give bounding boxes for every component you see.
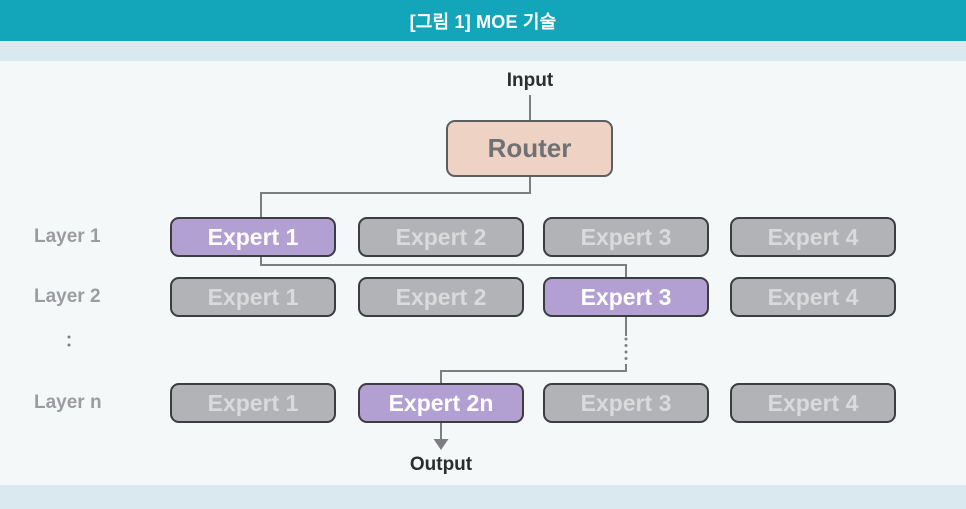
expert-label: Expert 3 [580,223,672,250]
expert-label: Expert 3 [580,283,672,310]
expert-box-layern-expert3: Expert 3 [543,383,709,423]
expert-label: Expert 2n [388,389,494,416]
expert-label: Expert 4 [767,283,859,310]
expert-box-layer1-expert3: Expert 3 [543,217,709,257]
top-band [0,41,966,61]
router-label: Router [487,133,572,163]
layer-n-label: Layer n [34,392,102,413]
expert-label: Expert 1 [207,283,299,310]
router-box: Router [446,120,613,177]
expert-label: Expert 4 [767,389,859,416]
expert-label: Expert 2 [395,223,487,250]
expert-box-layer2-expert1: Expert 1 [170,277,336,317]
expert-box-layer1-expert2: Expert 2 [358,217,524,257]
expert-box-layer2-expert4: Expert 4 [730,277,896,317]
expert-box-layern-expert2n: Expert 2n [358,383,524,423]
layer-1-label: Layer 1 [34,226,101,247]
expert-box-layer2-expert3: Expert 3 [543,277,709,317]
expert-label: Expert 4 [767,223,859,250]
expert-box-layern-expert4: Expert 4 [730,383,896,423]
figure-title: [그림 1] MOE 기술 [409,11,557,32]
figure-header-bar: [그림 1] MOE 기술 [0,0,966,41]
expert-label: Expert 1 [207,389,299,416]
expert-box-layer1-expert1: Expert 1 [170,217,336,257]
expert-label: Expert 1 [207,223,299,250]
layer-2-label: Layer 2 [34,286,101,307]
expert-box-layer2-expert2: Expert 2 [358,277,524,317]
input-label: Input [506,70,554,91]
expert-box-layer1-expert4: Expert 4 [730,217,896,257]
expert-box-layern-expert1: Expert 1 [170,383,336,423]
output-label: Output [409,454,473,475]
expert-label: Expert 3 [580,389,672,416]
bottom-band [0,485,966,509]
expert-label: Expert 2 [395,283,487,310]
